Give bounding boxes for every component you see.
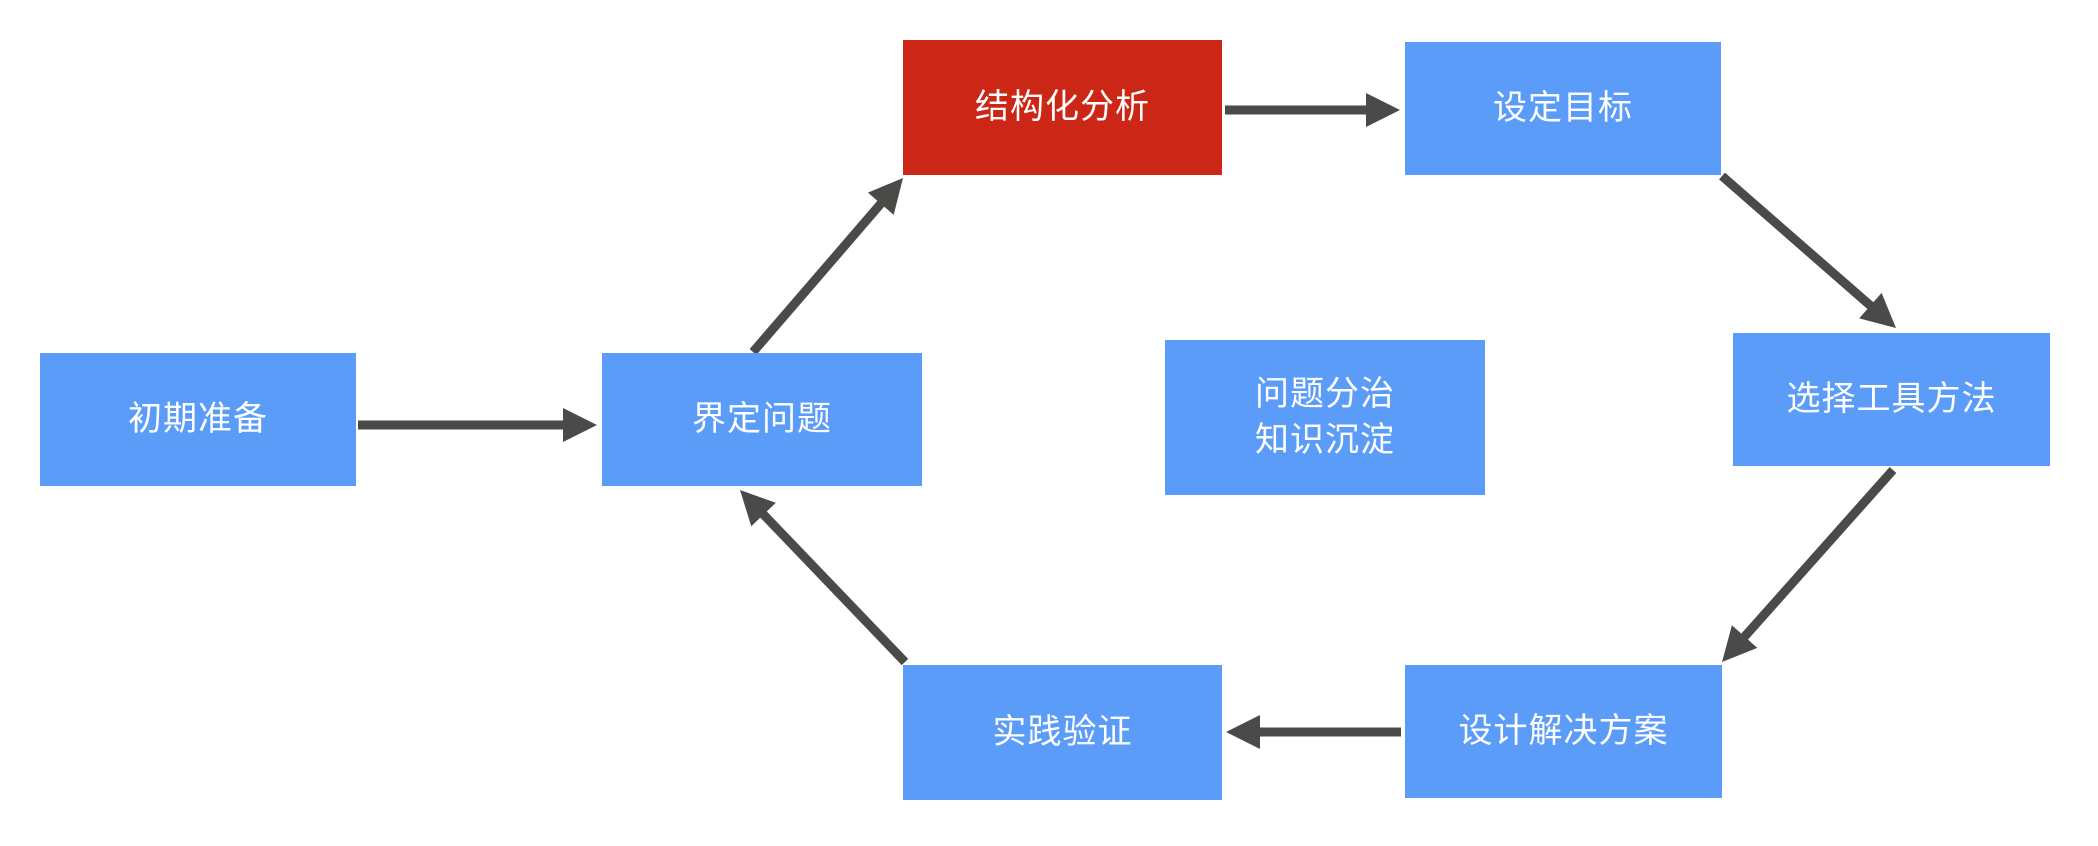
arrow-shaft	[749, 199, 886, 355]
node-label: 初期准备	[128, 399, 268, 438]
arrow-shaft	[1739, 467, 1897, 642]
arrow-head	[563, 408, 597, 442]
node-label: 问题分治	[1255, 374, 1395, 413]
arrow-structured-to-goals	[1225, 93, 1400, 127]
node-label: 选择工具方法	[1786, 379, 1997, 418]
arrow-head	[867, 178, 903, 215]
node-design-solution[interactable]: 设计解决方案	[1405, 665, 1722, 798]
node-set-goals[interactable]: 设定目标	[1405, 42, 1721, 175]
node-label: 结构化分析	[975, 87, 1150, 126]
arrow-head	[1226, 715, 1260, 749]
node-label: 设定目标	[1493, 88, 1633, 127]
arrow-head	[1366, 93, 1400, 127]
node-label: 知识沉淀	[1255, 420, 1395, 459]
node-label: 界定问题	[692, 399, 832, 438]
arrow-head	[740, 490, 776, 527]
arrow-define-to-structured	[749, 178, 903, 355]
arrow-head	[1722, 625, 1758, 662]
arrow-tools-to-design	[1722, 467, 1897, 662]
arrow-shaft	[1719, 172, 1875, 311]
node-label: 设计解决方案	[1458, 711, 1669, 750]
node-structured-analysis[interactable]: 结构化分析	[903, 40, 1222, 175]
arrow-goals-to-tools	[1719, 172, 1896, 328]
arrow-practice-to-define	[740, 490, 909, 666]
node-label: 实践验证	[992, 712, 1133, 751]
arrow-initial-to-define	[358, 408, 597, 442]
node-practice-verification[interactable]: 实践验证	[903, 665, 1222, 800]
arrow-shaft	[758, 509, 909, 666]
node-select-tools-methods[interactable]: 选择工具方法	[1733, 333, 2050, 466]
node-initial-preparation[interactable]: 初期准备	[40, 353, 356, 486]
node-define-problem[interactable]: 界定问题	[602, 353, 922, 486]
arrow-head	[1859, 292, 1896, 328]
node-divide-and-conquer-knowledge[interactable]: 问题分治知识沉淀	[1165, 340, 1485, 495]
arrow-design-to-practice	[1226, 715, 1401, 749]
